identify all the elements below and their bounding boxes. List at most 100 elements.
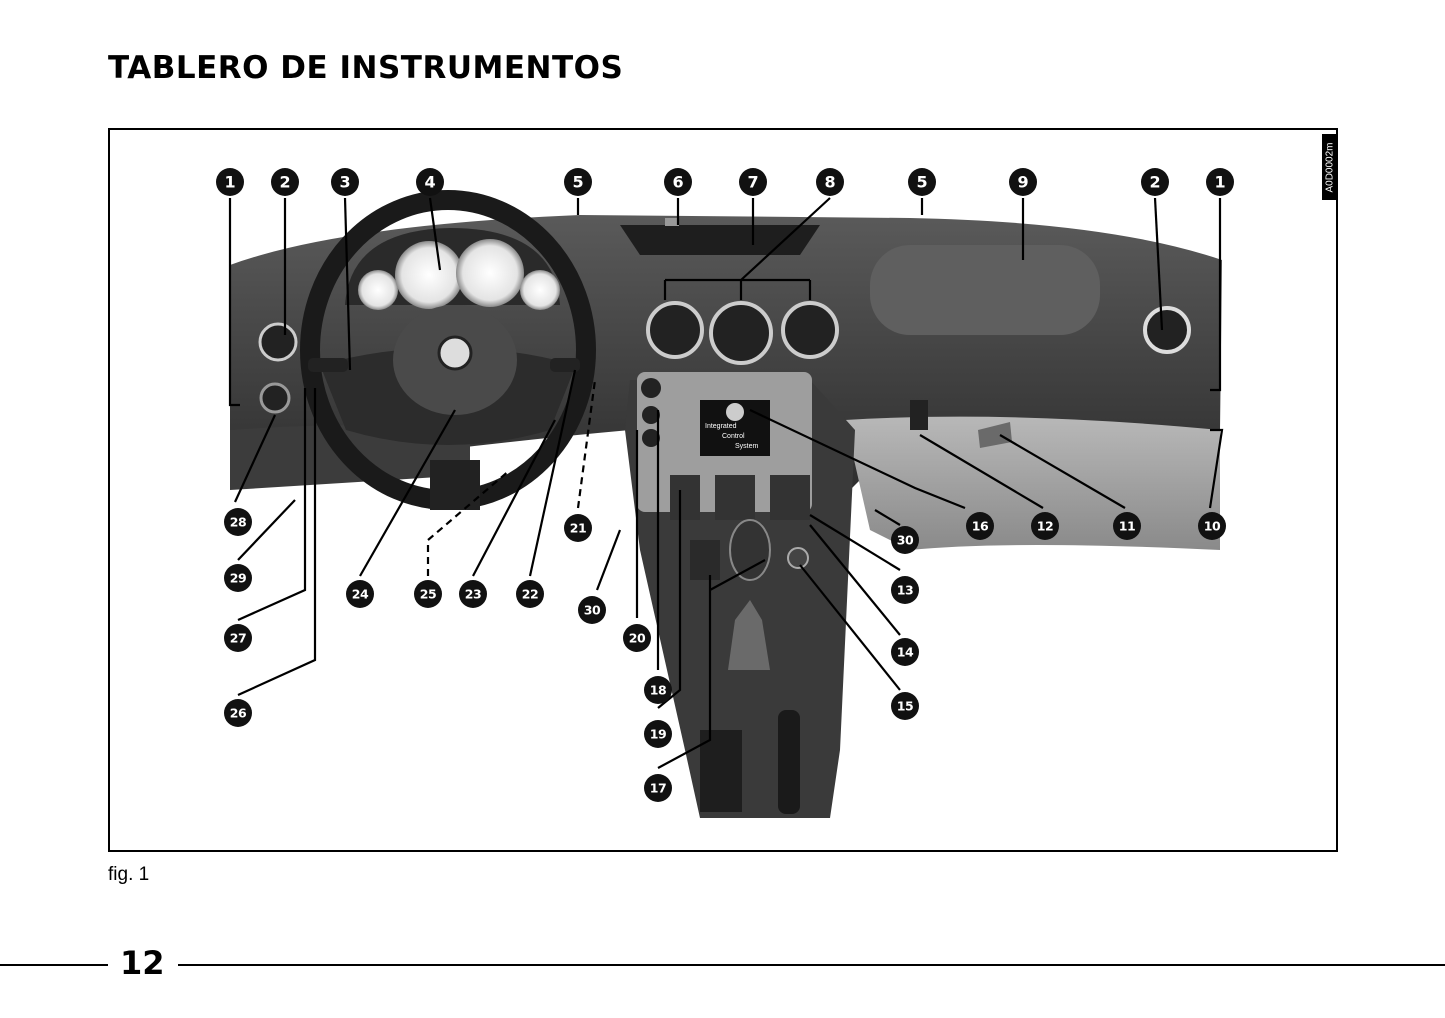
callout-4: 4 (416, 168, 444, 196)
leader-lines (228, 197, 1224, 769)
callout-19: 19 (644, 720, 672, 748)
svg-text:20: 20 (629, 631, 646, 646)
svg-text:30: 30 (584, 603, 601, 618)
callout-18: 18 (644, 676, 672, 704)
climate-controls-center (715, 475, 755, 520)
steering-wheel (259, 190, 596, 510)
callout-24: 24 (346, 580, 374, 608)
svg-text:12: 12 (1037, 519, 1053, 534)
callout-20: 20 (623, 624, 651, 652)
instrument-cluster (345, 228, 560, 310)
callout-14: 14 (891, 638, 919, 666)
callout-5-right: 5 (908, 168, 936, 196)
handbrake-lever (778, 710, 800, 814)
svg-text:8: 8 (824, 173, 835, 192)
svg-text:19: 19 (650, 727, 666, 742)
footer-rule-right (178, 964, 1445, 966)
svg-text:4: 4 (424, 173, 435, 192)
footer-rule-left (0, 964, 108, 966)
svg-text:27: 27 (230, 631, 246, 646)
display-line-3: System (735, 443, 759, 450)
svg-text:2: 2 (279, 173, 290, 192)
sensor (665, 218, 679, 226)
dashboard-illustration: Integrated Control System (216, 168, 1234, 818)
callout-6: 6 (664, 168, 692, 196)
callout-23: 23 (459, 580, 487, 608)
svg-text:24: 24 (352, 587, 369, 602)
climate-controls-left (670, 475, 700, 520)
climate-controls-right (770, 475, 810, 520)
svg-text:7: 7 (747, 173, 758, 192)
svg-text:21: 21 (570, 521, 586, 536)
svg-text:25: 25 (420, 587, 436, 602)
callout-11: 11 (1113, 512, 1141, 540)
callout-2-left: 2 (271, 168, 299, 196)
passenger-airbag-cover (870, 245, 1100, 335)
callout-15: 15 (891, 692, 919, 720)
svg-text:5: 5 (572, 173, 583, 192)
svg-text:11: 11 (1119, 519, 1135, 534)
svg-text:29: 29 (230, 571, 246, 586)
windshield-vent (620, 225, 820, 255)
right-stalk (550, 358, 580, 372)
callout-22: 22 (516, 580, 544, 608)
callout-5-left: 5 (564, 168, 592, 196)
callout-29: 29 (224, 564, 252, 592)
page-number: 12 (120, 944, 165, 982)
callout-2-right: 2 (1141, 168, 1169, 196)
console-storage (700, 730, 742, 812)
callout-28: 28 (224, 508, 252, 536)
svg-text:17: 17 (650, 781, 666, 796)
callout-25: 25 (414, 580, 442, 608)
svg-text:6: 6 (672, 173, 683, 192)
hazard-button (641, 378, 661, 398)
door-lock-button (642, 406, 660, 424)
left-stalk (308, 358, 348, 372)
fog-light-button (642, 429, 660, 447)
svg-text:3: 3 (339, 173, 350, 192)
callout-10: 10 (1198, 512, 1226, 540)
svg-text:18: 18 (650, 683, 666, 698)
gear-boot (728, 600, 770, 670)
dashboard-figure: Integrated Control System (108, 128, 1338, 852)
figure-caption: fig. 1 (108, 864, 150, 885)
center-stack: Integrated Control System (637, 372, 812, 670)
callout-21: 21 (564, 514, 592, 542)
svg-text:1: 1 (1214, 173, 1225, 192)
callout-16: 16 (966, 512, 994, 540)
svg-text:16: 16 (972, 519, 989, 534)
callout-30-left: 30 (578, 596, 606, 624)
svg-text:23: 23 (465, 587, 481, 602)
callout-26: 26 (224, 699, 252, 727)
console-switches (690, 540, 720, 580)
display-line-2: Control (722, 433, 745, 440)
glovebox-handle (978, 422, 1012, 448)
gear-knob (729, 519, 771, 581)
svg-text:1: 1 (224, 173, 235, 192)
start-button (787, 547, 809, 569)
svg-text:5: 5 (916, 173, 927, 192)
callout-27: 27 (224, 624, 252, 652)
svg-text:14: 14 (897, 645, 914, 660)
brand-logo (437, 335, 473, 371)
callout-30-right: 30 (891, 526, 919, 554)
svg-text:15: 15 (897, 699, 913, 714)
callout-9: 9 (1009, 168, 1037, 196)
svg-text:10: 10 (1204, 519, 1221, 534)
page-title: TABLERO DE INSTRUMENTOS (108, 50, 624, 86)
svg-text:9: 9 (1017, 173, 1028, 192)
callout-1-right: 1 (1206, 168, 1234, 196)
svg-text:30: 30 (897, 533, 914, 548)
air-vents (258, 301, 1191, 365)
display-line-1: Integrated (705, 423, 737, 430)
svg-text:22: 22 (522, 587, 538, 602)
figure-code-text: A0D0002m (1324, 141, 1336, 193)
callout-12: 12 (1031, 512, 1059, 540)
airbag-switch (910, 400, 928, 430)
callout-7: 7 (739, 168, 767, 196)
callout-3: 3 (331, 168, 359, 196)
svg-text:13: 13 (897, 583, 913, 598)
callout-13: 13 (891, 576, 919, 604)
callout-17: 17 (644, 774, 672, 802)
svg-text:2: 2 (1149, 173, 1160, 192)
